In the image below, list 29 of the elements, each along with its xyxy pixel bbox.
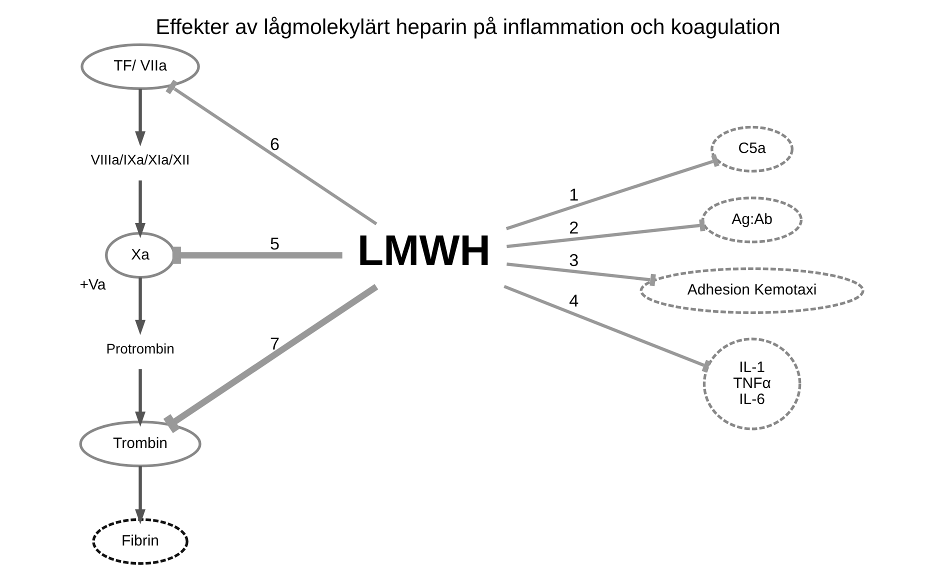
- edge-label: 3: [568, 250, 578, 270]
- node-text: Protrombin: [106, 340, 174, 356]
- node-ellipse: Ag:Ab: [701, 196, 802, 244]
- arrow: [134, 466, 146, 524]
- diagram-title: Effekter av lågmolekylärt heparin på inflammation och koagulation: [155, 14, 780, 39]
- connector: [165, 80, 377, 226]
- node-text: VIIIa/IXa/XIa/XII: [90, 152, 190, 168]
- connector: [506, 262, 656, 286]
- edge-label: 7: [270, 333, 280, 354]
- arrow: [134, 88, 146, 146]
- edge-label: 2: [568, 218, 578, 238]
- node-text: LMWH: [356, 226, 490, 275]
- node-label: +Va: [79, 276, 106, 294]
- edge-label: 4: [568, 290, 578, 311]
- node-ellipse: Trombin: [78, 420, 201, 468]
- node-ellipse: Xa: [104, 232, 176, 279]
- arrow: [134, 369, 146, 427]
- connector: [503, 284, 710, 373]
- connector: [162, 284, 378, 434]
- arrow: [134, 180, 146, 238]
- connector: [505, 154, 719, 230]
- node-ellipse: Fibrin: [92, 518, 188, 565]
- connector: [506, 219, 705, 248]
- edge-label: 1: [568, 184, 578, 204]
- node-ellipse: Adhesion Kemotaxi: [639, 267, 864, 314]
- edge-label: 5: [270, 234, 280, 254]
- arrow: [134, 278, 146, 335]
- edge-label: 6: [270, 134, 280, 154]
- connector: [172, 246, 342, 264]
